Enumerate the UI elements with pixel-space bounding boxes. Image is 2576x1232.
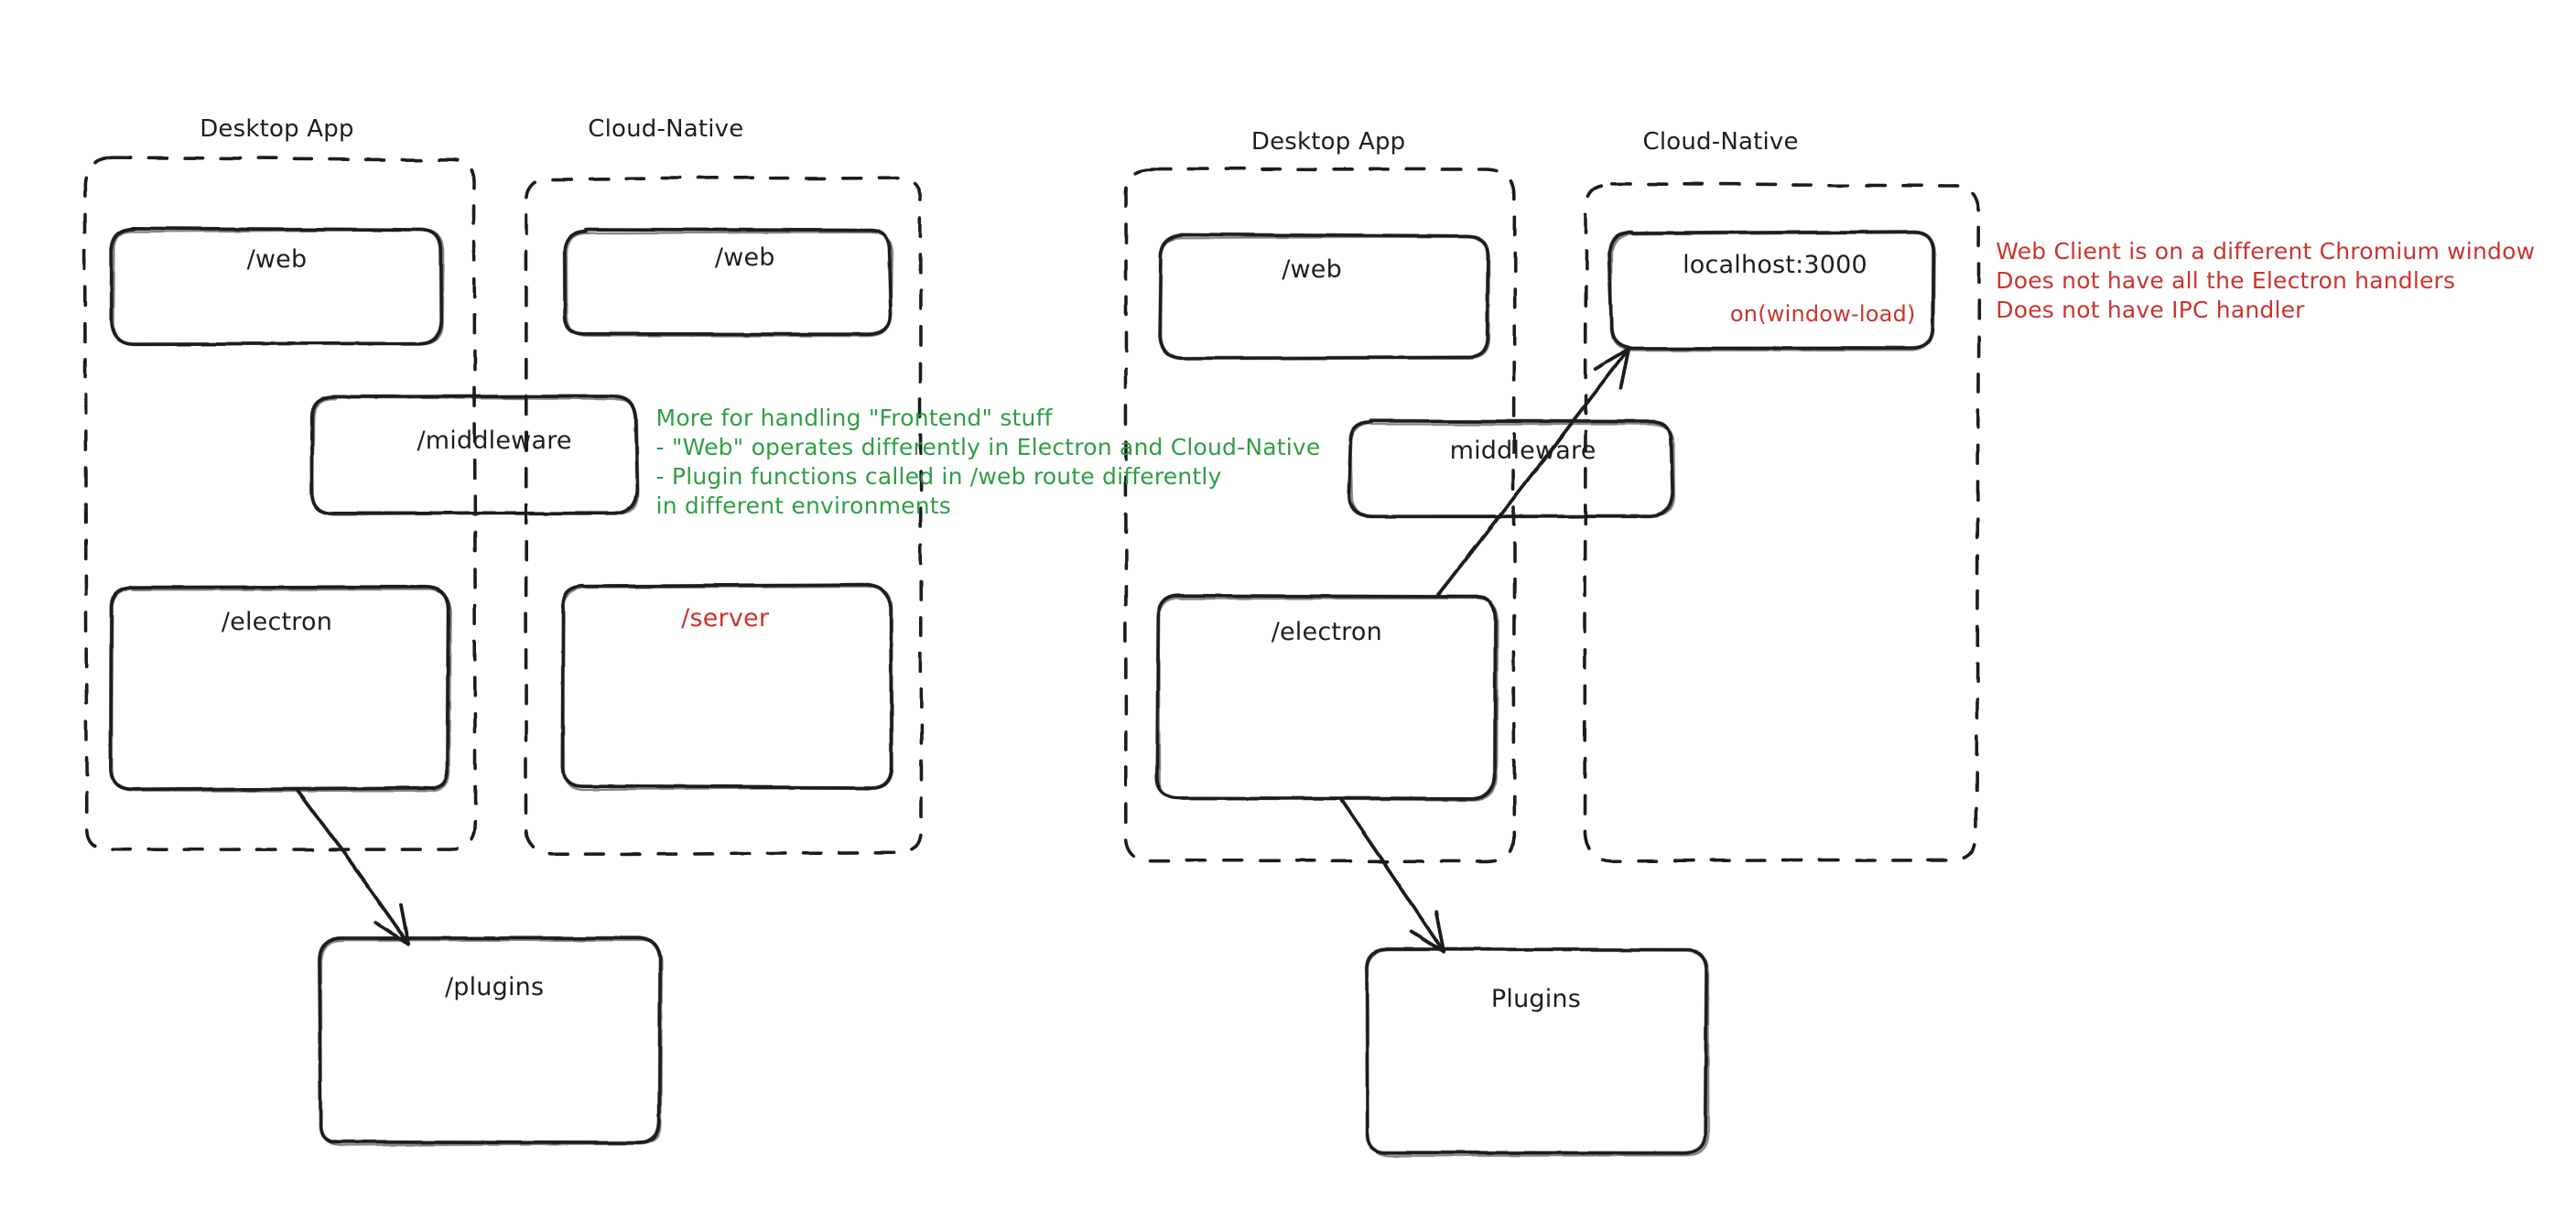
node-box-left-plugins	[319, 938, 664, 1147]
node-boxes	[108, 226, 1936, 1157]
node-box-right-middleware	[1349, 422, 1675, 518]
annotation-green-note: More for handling "Frontend" stuff- "Web…	[656, 404, 1321, 521]
node-box-right-plugins	[1365, 948, 1710, 1157]
arrow-head-right-electron-to-localhost-1	[1618, 347, 1630, 391]
node-box-left-middleware	[311, 396, 640, 516]
node-box-right-electron	[1157, 597, 1499, 802]
arrow-head-right-electron-to-plugins-0	[1434, 909, 1446, 954]
group-title-left-desktop: Desktop App	[200, 114, 354, 143]
annotation-line: Does not have all the Electron handlers	[1996, 267, 2456, 295]
arrow-head-right-electron-to-plugins-1	[1410, 930, 1446, 954]
arrow-line-left-electron-to-plugins	[295, 787, 411, 946]
arrow-line-right-electron-to-plugins	[1339, 798, 1446, 954]
node-box-left-electron	[111, 588, 452, 793]
node-label-right-electron: /electron	[1271, 617, 1382, 646]
node-label-left-plugins: /plugins	[444, 973, 545, 1002]
node-label-right-plugins: Plugins	[1490, 985, 1582, 1014]
annotation-red-note: Web Client is on a different Chromium wi…	[1996, 237, 2535, 325]
arrow-head-left-electron-to-plugins-0	[399, 903, 411, 946]
annotation-line: in different environments	[655, 492, 952, 519]
node-box-right-localhost	[1609, 231, 1936, 352]
node-label-left-web: /web	[246, 245, 308, 275]
annotation-line: - Plugin functions called in /web route …	[655, 462, 1222, 490]
arrows	[295, 347, 1630, 954]
node-label-right-web: /web	[1282, 254, 1342, 284]
group-title-right-desktop: Desktop App	[1250, 128, 1406, 157]
node-box-left-plugins	[317, 935, 663, 1145]
node-label-left-cloud-web: /web	[714, 243, 775, 273]
node-label-left-electron: /electron	[221, 608, 333, 636]
group-container-left-cloud	[524, 176, 923, 857]
group-title-left-cloud: Cloud-Native	[588, 114, 744, 143]
annotation-line: Does not have IPC handler	[1996, 297, 2305, 324]
group-container-right-desktop	[1123, 167, 1517, 863]
node-box-right-web	[1160, 235, 1490, 360]
arrow-line-right-electron-to-localhost	[1435, 347, 1630, 599]
node-box-right-plugins	[1365, 947, 1709, 1155]
node-label-right-localhost: localhost:3000	[1683, 250, 1867, 279]
annotation-line: More for handling "Frontend" stuff	[655, 404, 1053, 431]
node-box-left-web	[112, 228, 445, 346]
node-label-left-middleware: /middleware	[417, 427, 572, 456]
group-container-right-cloud	[1583, 182, 1981, 863]
arrow-head-right-electron-to-localhost-0	[1593, 347, 1630, 372]
node-box-right-localhost	[1607, 230, 1936, 351]
node-box-left-server	[561, 585, 893, 792]
arrow-head-left-electron-to-plugins-1	[373, 921, 411, 946]
node-box-right-web	[1158, 232, 1490, 361]
node-sublabel-right-localhost: on(window-load)	[1729, 301, 1916, 328]
group-containers	[82, 156, 1981, 863]
group-container-left-desktop	[82, 156, 477, 851]
group-title-right-cloud: Cloud-Native	[1642, 128, 1799, 157]
node-label-right-middleware: middleware	[1449, 436, 1596, 465]
annotation-line: - "Web" operates differently in Electron…	[655, 433, 1321, 460]
node-label-left-server: /server	[681, 604, 770, 633]
node-box-left-cloud-web	[565, 231, 893, 338]
annotation-line: Web Client is on a different Chromium wi…	[1996, 238, 2536, 265]
